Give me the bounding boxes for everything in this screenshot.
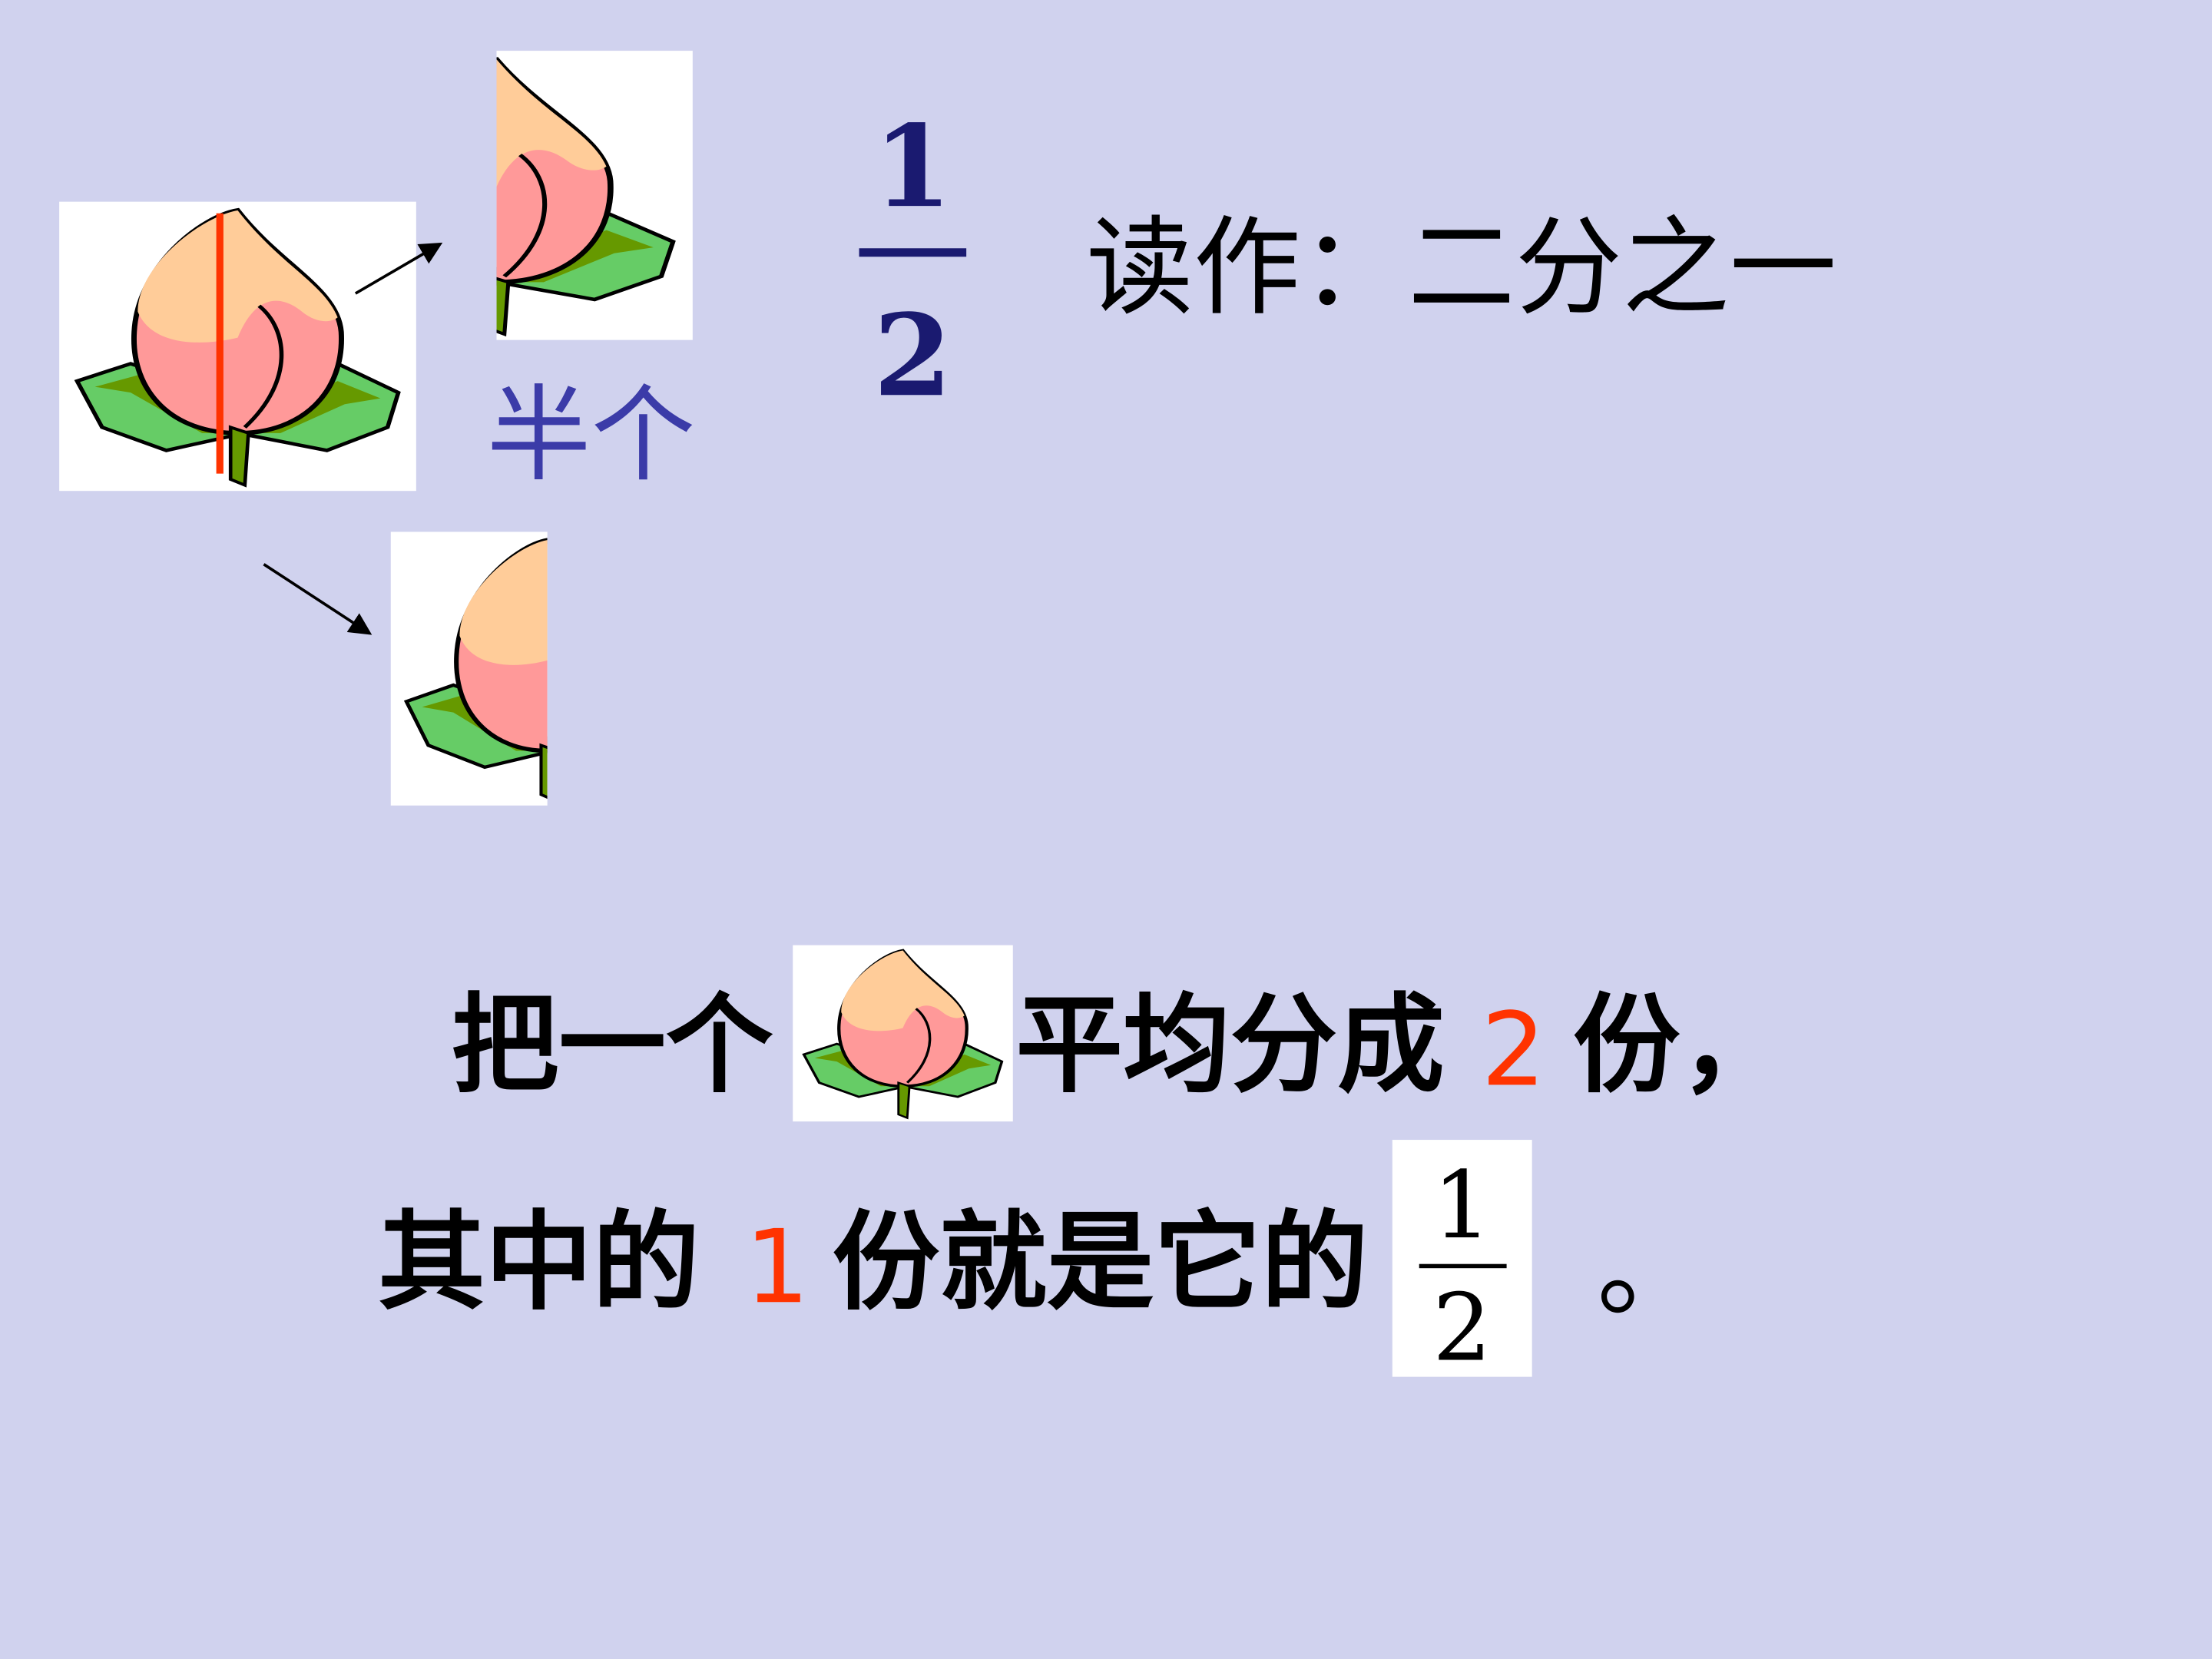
fraction-one-half: 1 2 (858, 110, 968, 412)
half-peach-left-image (390, 531, 548, 806)
sentence2-part1: 其中的 (378, 1199, 700, 1325)
half-peach-right-image (496, 51, 693, 340)
fraction-denominator: 2 (1432, 1273, 1492, 1382)
fraction-bar (1418, 1263, 1506, 1269)
half-label: 半个 (486, 375, 696, 497)
number-one: 1 (744, 1207, 810, 1326)
fraction-numerator: 1 (1432, 1151, 1492, 1260)
read-as-text: 读作：二分之一 (1086, 204, 1837, 330)
fraction-image: 1 2 (1392, 1140, 1532, 1377)
denominator: 2 (873, 289, 952, 422)
sentence1-part1: 把一个 (451, 982, 773, 1108)
fraction-bar (859, 248, 967, 257)
sentence1-part2: 平均分成 (1015, 982, 1445, 1108)
number-two: 2 (1481, 990, 1546, 1109)
sentence1-part3: 份， (1572, 982, 1788, 1108)
sentence2-part2: 份就是它的 (832, 1199, 1369, 1325)
numerator: 1 (873, 100, 952, 233)
peach-inline-image (793, 945, 1013, 1122)
whole-peach-image (59, 201, 416, 492)
arrow-down-right-icon (263, 563, 373, 635)
period: 。 (1597, 1206, 1704, 1332)
